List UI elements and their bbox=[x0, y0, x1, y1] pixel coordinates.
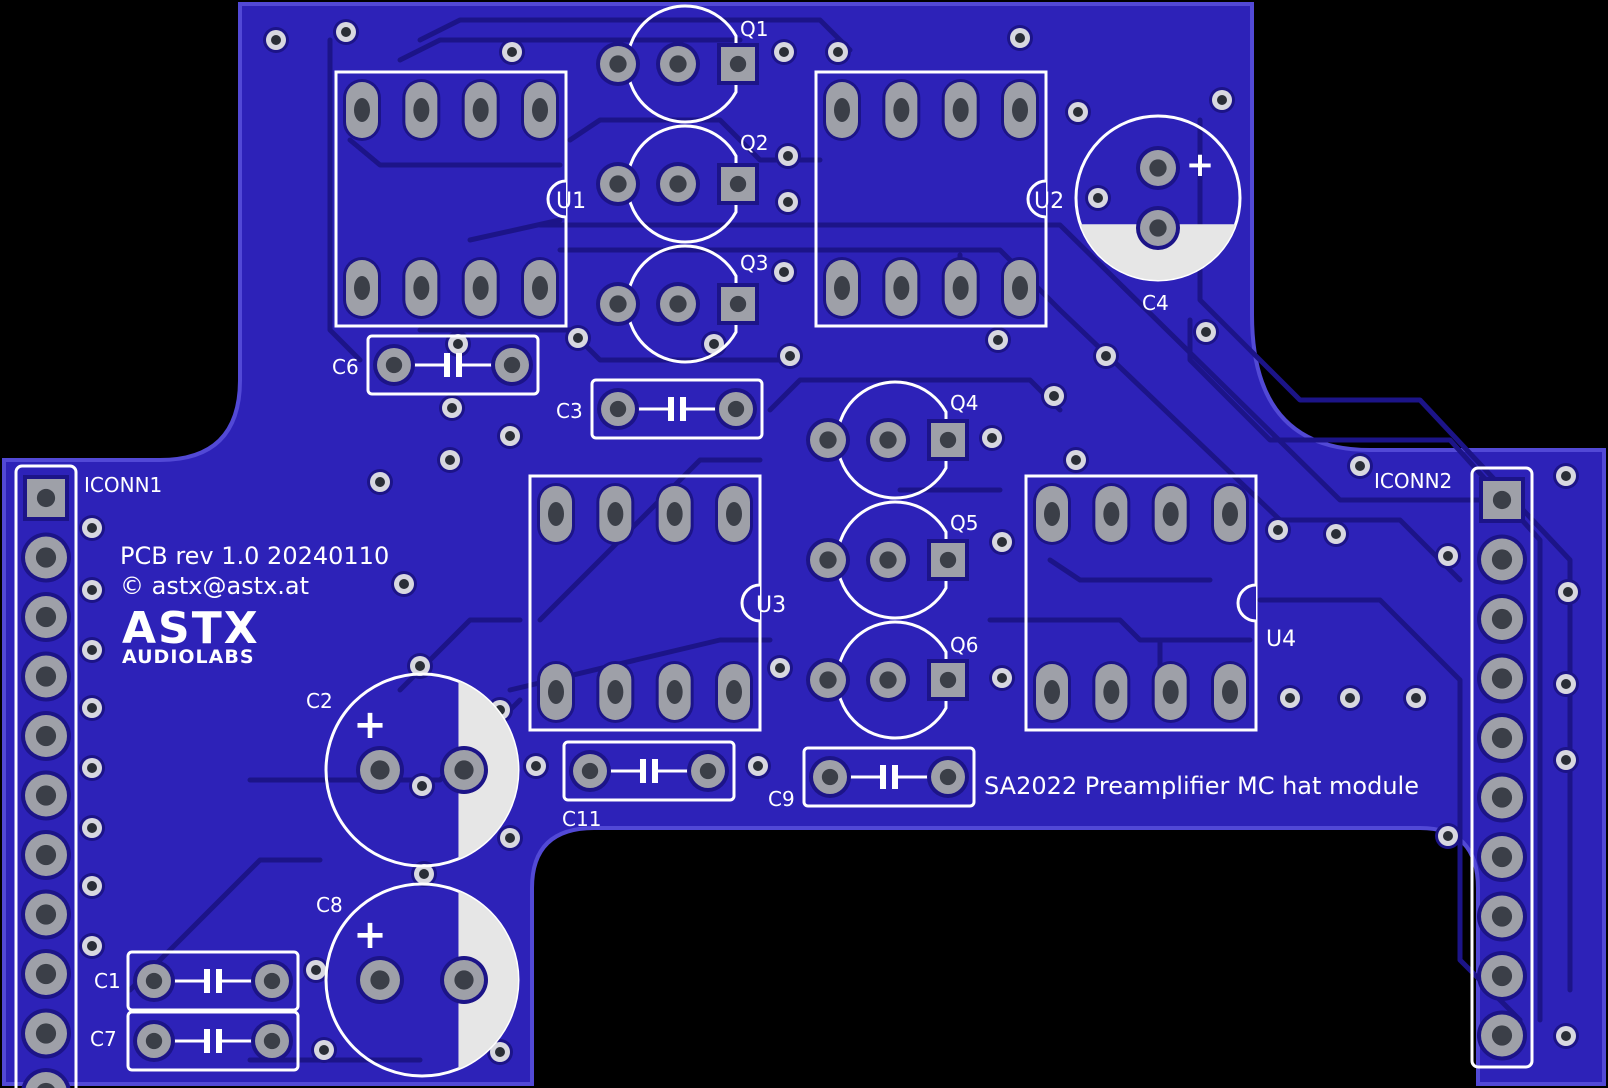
product-text: SA2022 Preamplifier MC hat module bbox=[984, 772, 1419, 800]
ref-q4: Q4 bbox=[950, 391, 978, 415]
ic-u1-notch bbox=[546, 179, 567, 219]
ref-q6: Q6 bbox=[950, 633, 978, 657]
ref-u2: U2 bbox=[1034, 189, 1064, 214]
plus-mark: + bbox=[353, 702, 387, 748]
capacitor-c7-outline bbox=[126, 1010, 300, 1072]
capacitor-c8-neg-band bbox=[458, 891, 518, 1069]
capacitor-c11-outline bbox=[562, 740, 736, 802]
connector-iconn1-pin bbox=[25, 1072, 67, 1088]
ref-u3: U3 bbox=[756, 593, 786, 618]
capacitor-c9-outline bbox=[802, 746, 976, 808]
ref-c6: C6 bbox=[332, 355, 359, 379]
rev-text: PCB rev 1.0 20240110 bbox=[120, 542, 389, 570]
ref-q1: Q1 bbox=[740, 17, 768, 41]
copyright-text: © astx@astx.at bbox=[120, 572, 309, 600]
ref-c7: C7 bbox=[90, 1027, 117, 1051]
capacitor-c4-neg-band bbox=[1080, 224, 1236, 281]
ref-c2: C2 bbox=[306, 689, 333, 713]
ref-u4: U4 bbox=[1266, 627, 1296, 652]
plus-mark: + bbox=[353, 912, 387, 958]
ref-c3: C3 bbox=[556, 399, 583, 423]
ref-c1: C1 bbox=[94, 969, 121, 993]
ref-c8: C8 bbox=[316, 893, 343, 917]
ref-c4: C4 bbox=[1142, 291, 1169, 315]
connector-iconn1-outline bbox=[14, 464, 78, 1088]
ref-iconn1: ICONN1 bbox=[84, 473, 162, 497]
logo-main: ASTX bbox=[122, 603, 260, 654]
ic-u2-notch bbox=[1026, 179, 1047, 219]
capacitor-c1-outline bbox=[126, 950, 300, 1012]
ic-u3-notch bbox=[740, 583, 761, 623]
ref-iconn2: ICONN2 bbox=[1374, 469, 1452, 493]
capacitor-c6-outline bbox=[366, 334, 540, 396]
ref-u1: U1 bbox=[556, 189, 586, 214]
ref-q5: Q5 bbox=[950, 511, 978, 535]
ref-q2: Q2 bbox=[740, 131, 768, 155]
ref-q3: Q3 bbox=[740, 251, 768, 275]
plus-mark: + bbox=[1186, 145, 1215, 185]
connector-iconn2-outline bbox=[1470, 466, 1534, 1069]
ref-c11: C11 bbox=[562, 807, 601, 831]
ref-c9: C9 bbox=[768, 787, 795, 811]
capacitor-c3-outline bbox=[590, 378, 764, 440]
capacitor-c2-neg-band bbox=[458, 681, 518, 859]
logo-sub: AUDIOLABS bbox=[122, 646, 255, 668]
ic-u4-notch bbox=[1236, 583, 1257, 623]
